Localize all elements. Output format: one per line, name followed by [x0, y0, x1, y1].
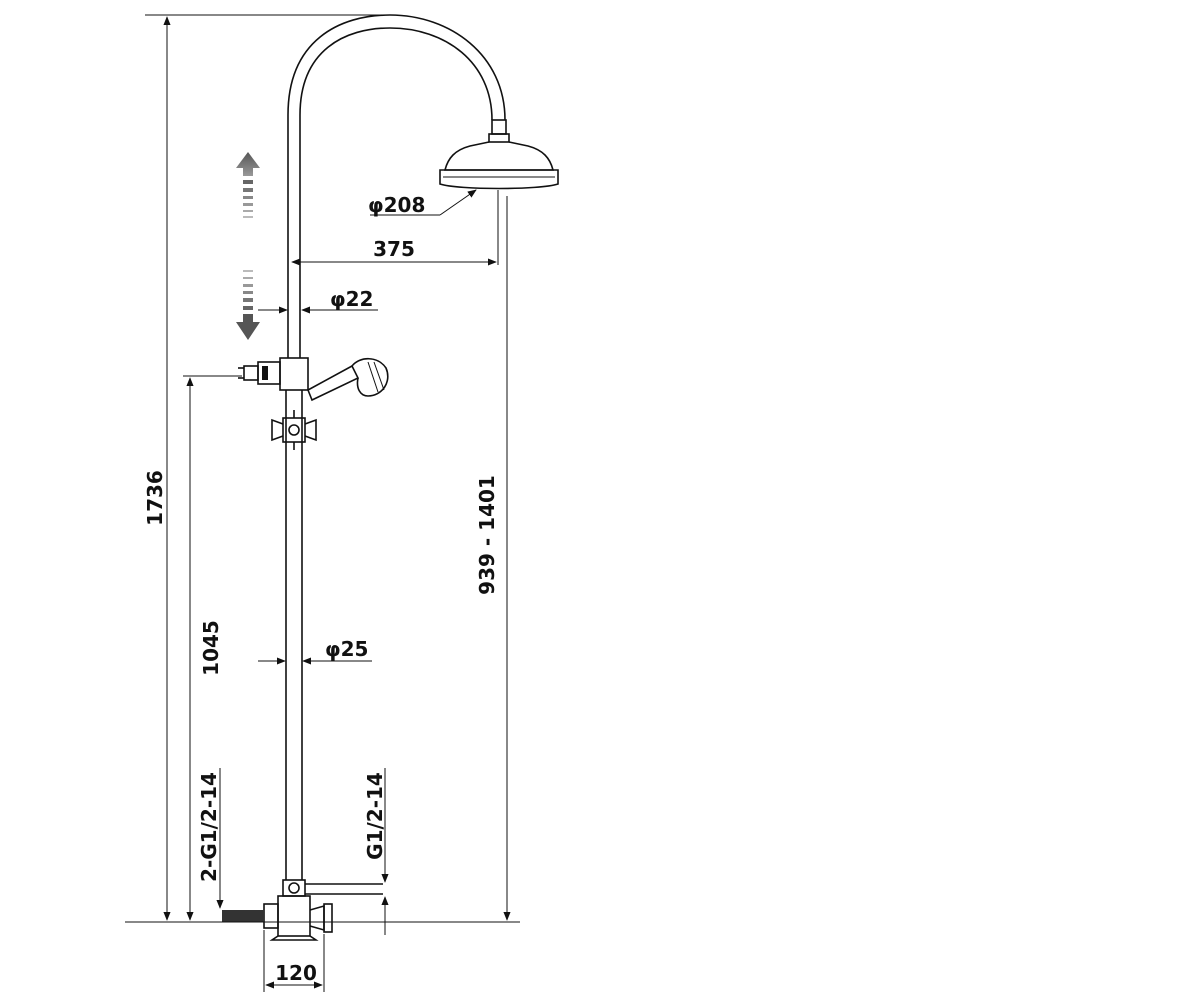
slider-holder — [238, 357, 309, 391]
gooseneck-arm-inner — [299, 27, 493, 121]
diverter-handle — [271, 410, 317, 450]
shower-head — [439, 119, 559, 190]
gooseneck-arm — [287, 14, 506, 121]
total-height-label: 1736 — [143, 470, 167, 526]
dimension-lines — [125, 14, 520, 992]
head-diameter-label: φ208 — [368, 193, 425, 217]
arm-reach-label: 375 — [373, 237, 415, 261]
shower-column — [222, 14, 559, 941]
slide-range-label: 939 - 1401 — [475, 475, 499, 595]
double-vertical-arrow-icon — [236, 152, 260, 340]
inlet-thread-label: 2-G1/2-14 — [197, 772, 221, 882]
mixer-valve — [222, 879, 383, 941]
upper-pipe-diameter-label: φ22 — [330, 287, 373, 311]
hand-shower — [306, 357, 389, 402]
outlet-thread-label: G1/2-14 — [363, 772, 387, 860]
base-width-label: 120 — [275, 961, 317, 985]
holder-height-label: 1045 — [199, 620, 223, 676]
lower-pipe-diameter-label: φ25 — [325, 637, 368, 661]
